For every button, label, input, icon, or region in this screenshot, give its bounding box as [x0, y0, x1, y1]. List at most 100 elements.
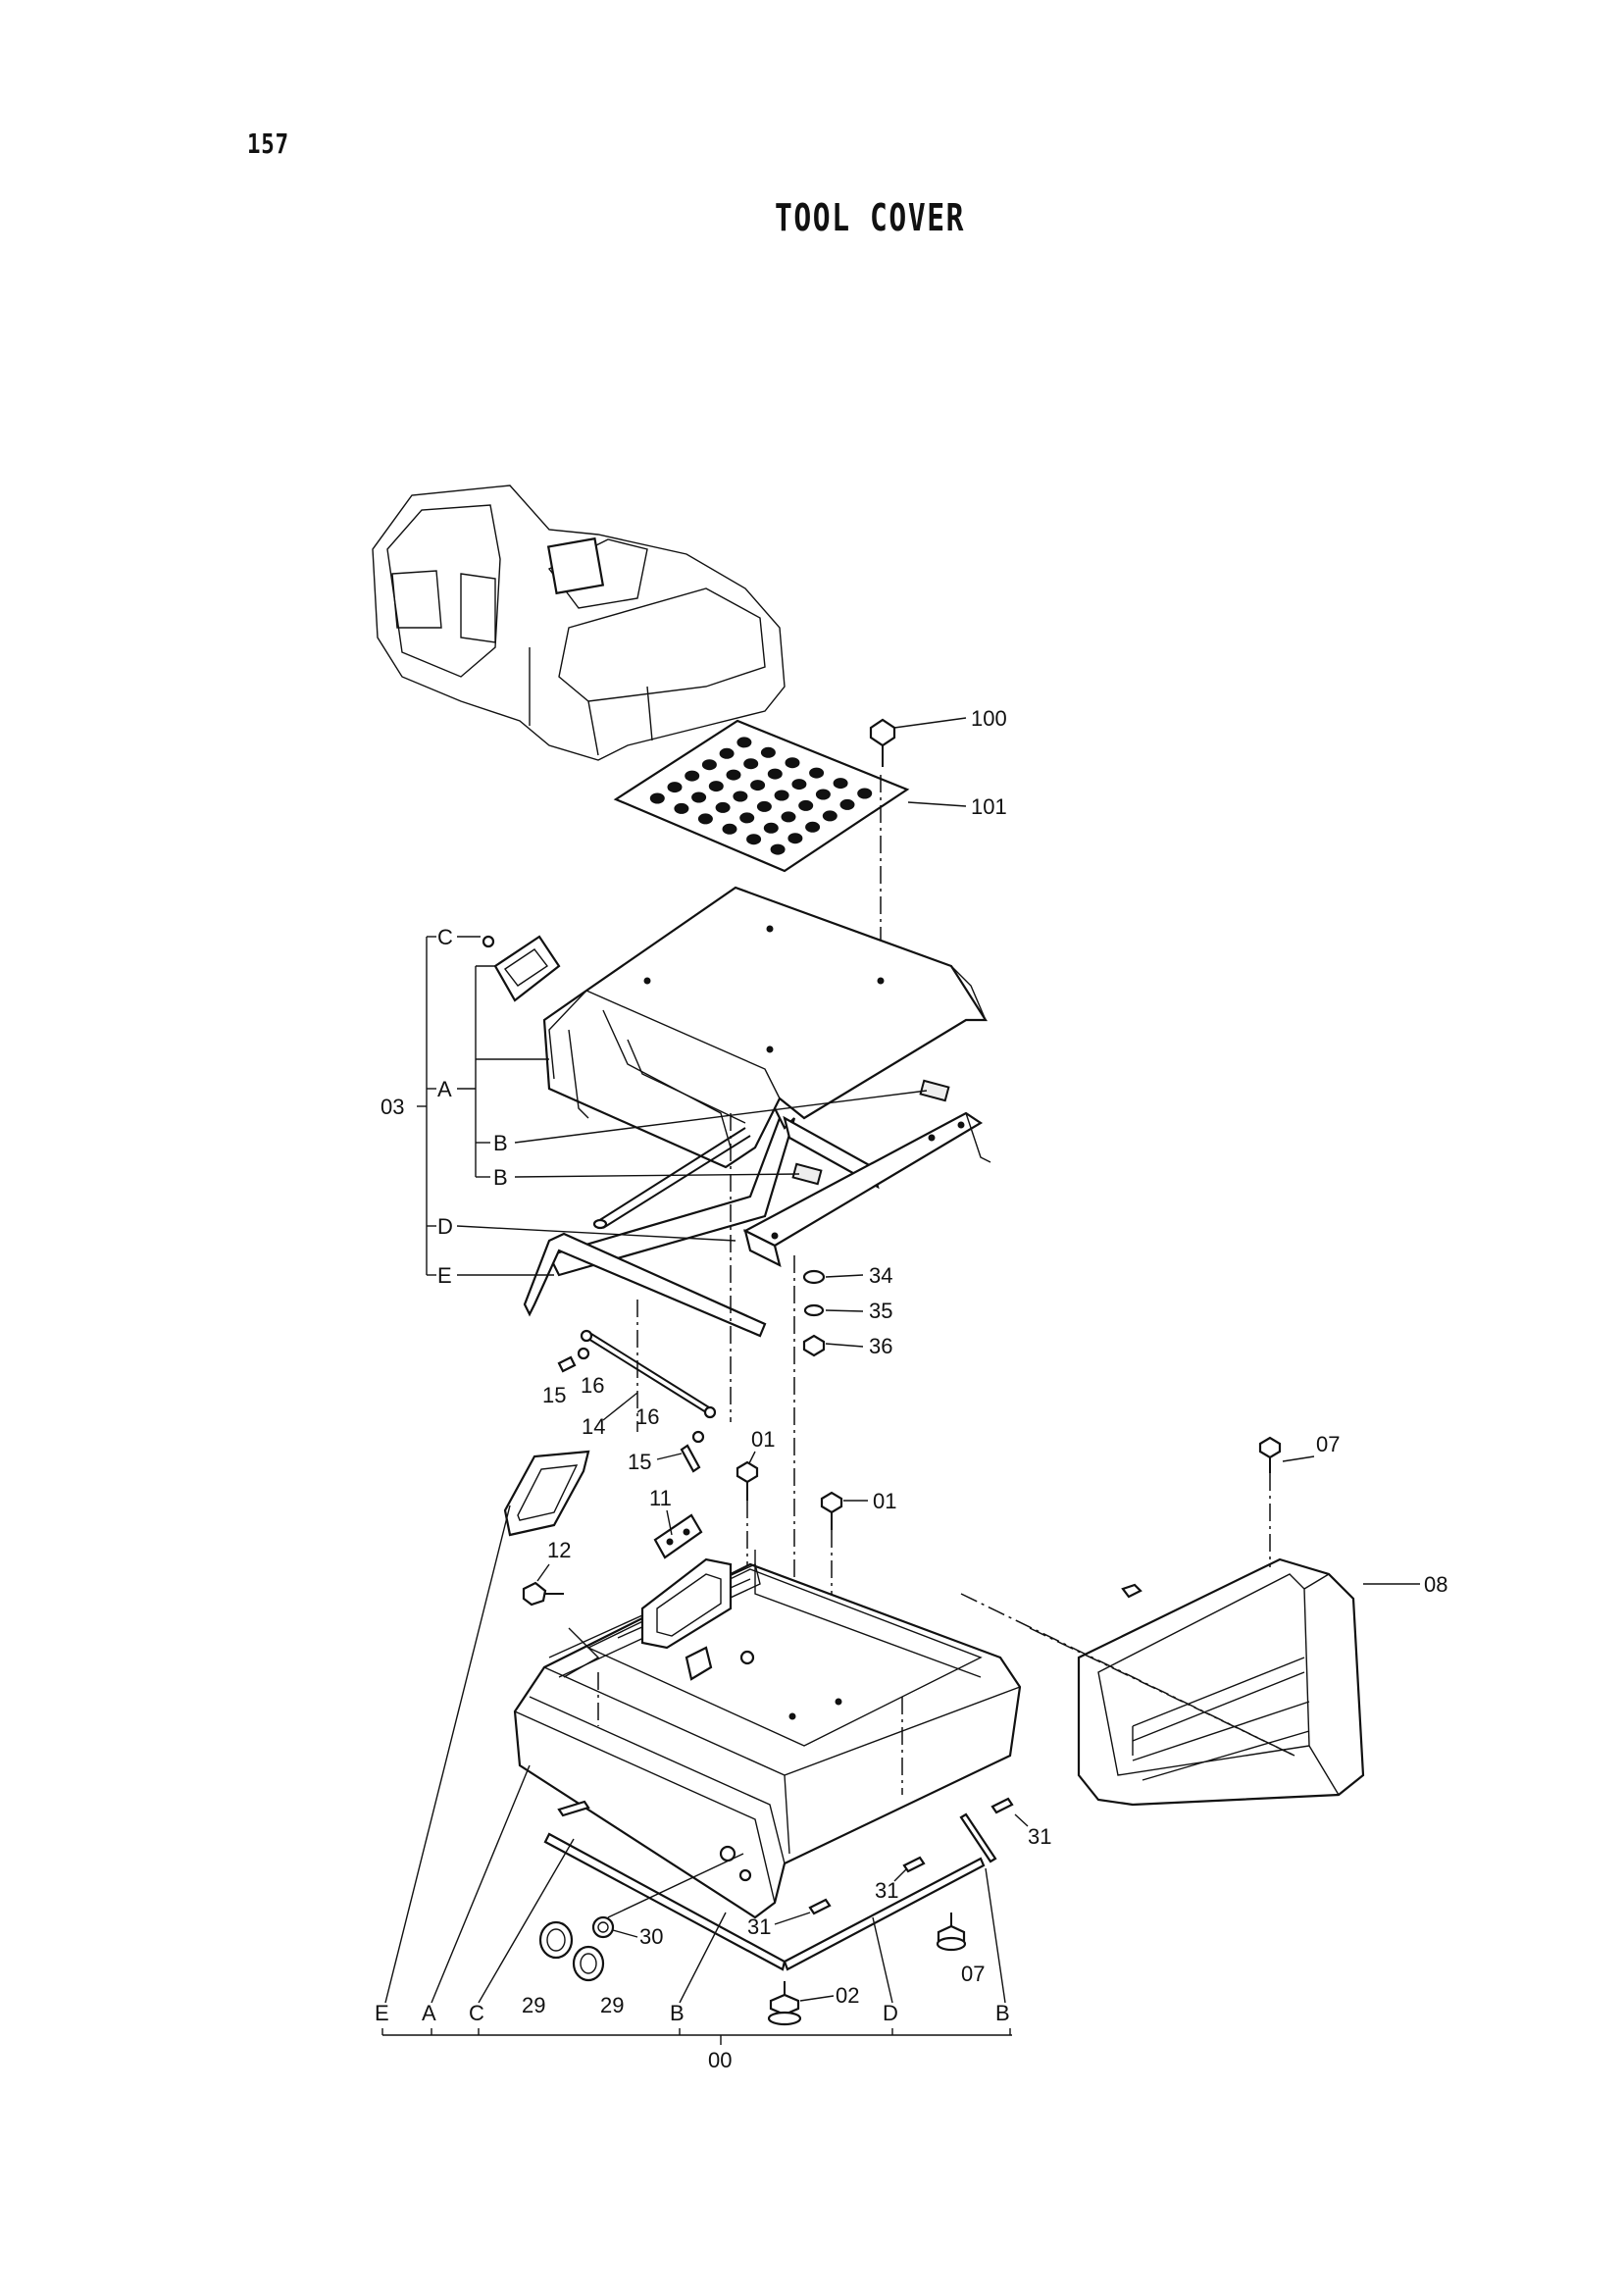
perforation-hole	[767, 768, 783, 780]
perforation-hole	[667, 782, 683, 793]
bottom-label-c: C	[469, 2001, 484, 2025]
perforation-hole	[833, 778, 848, 790]
perforation-hole	[774, 790, 789, 801]
callout-16-a: 16	[581, 1373, 604, 1398]
perforation-hole	[719, 747, 735, 759]
callout-31-a: 31	[1028, 1824, 1051, 1849]
perforation-hole	[822, 810, 837, 822]
perforation-hole	[781, 811, 796, 823]
callout-29-b: 29	[600, 1993, 624, 2017]
bolt-07-b	[936, 1913, 967, 1952]
callout-00: 00	[708, 2048, 732, 2072]
perforation-hole	[685, 770, 700, 782]
callout-16-b: 16	[635, 1404, 659, 1429]
hinge-fitting	[482, 935, 561, 1002]
perforation-hole	[815, 789, 831, 800]
perforation-hole	[697, 813, 713, 825]
rod-d	[592, 1127, 751, 1230]
callout-12: 12	[547, 1538, 571, 1562]
bolt-07-a	[1258, 1436, 1282, 1567]
perforation-hole	[750, 780, 766, 791]
callout-b-1: B	[493, 1131, 508, 1155]
callout-03: 03	[381, 1095, 404, 1119]
block-b2	[791, 1162, 823, 1186]
bottom-label-b-1: B	[670, 2001, 685, 2025]
perforation-hole	[708, 781, 724, 792]
page-number: 157	[247, 128, 289, 160]
callout-b-2: B	[493, 1165, 508, 1190]
perforation-hole	[649, 792, 665, 804]
callout-07-b: 07	[961, 1962, 985, 1986]
callout-31-b: 31	[875, 1878, 898, 1903]
callout-e: E	[437, 1263, 452, 1288]
bottom-label-a: A	[422, 2001, 436, 2025]
perforation-hole	[756, 800, 772, 812]
excavator-location-sketch	[372, 485, 786, 761]
callout-14: 14	[582, 1414, 605, 1439]
upper-cover-03	[542, 886, 989, 1169]
latch-11	[653, 1513, 703, 1559]
perforation-hole	[809, 767, 825, 779]
bolt-02	[767, 1981, 802, 2026]
callout-tree-03	[417, 936, 928, 1276]
gas-strut-14	[580, 1329, 717, 1419]
bolt-12	[522, 1581, 564, 1607]
bottom-leaders	[384, 1505, 1006, 2004]
washer-nut-stack	[802, 1269, 826, 1357]
callout-100: 100	[971, 706, 1007, 731]
callout-31-c: 31	[747, 1914, 771, 1939]
callout-30: 30	[639, 1924, 663, 1949]
perforation-hole	[715, 801, 731, 813]
perforation-hole	[798, 799, 814, 811]
seal-strip-e	[523, 1232, 767, 1338]
perforation-hole	[787, 833, 803, 844]
pins-15-16	[557, 1347, 705, 1473]
bottom-label-e: E	[375, 2001, 389, 2025]
perforation-hole	[743, 758, 759, 770]
perforation-hole	[746, 834, 762, 845]
perforation-hole	[674, 802, 689, 814]
bolt-100	[869, 718, 896, 767]
callout-101: 101	[971, 794, 1007, 819]
callout-c: C	[437, 925, 453, 949]
page-title: TOOL COVER	[775, 196, 966, 239]
callout-01-a: 01	[751, 1427, 775, 1452]
callout-29-a: 29	[522, 1993, 545, 2017]
callout-01-b: 01	[873, 1489, 896, 1513]
bottom-strips	[543, 1800, 997, 1971]
bottom-label-b-2: B	[995, 2001, 1010, 2025]
perforation-hole	[726, 769, 741, 781]
perforation-hole	[857, 788, 873, 799]
callout-15-a: 15	[542, 1383, 566, 1407]
bottom-bracket	[381, 2028, 1012, 2045]
perforation-hole	[733, 791, 748, 802]
callout-35: 35	[869, 1299, 892, 1323]
callout-07-a: 07	[1316, 1432, 1340, 1456]
window-seal-e	[503, 1450, 590, 1537]
perforated-plate-101	[613, 719, 910, 873]
callout-d: D	[437, 1214, 453, 1239]
perforation-hole	[839, 798, 855, 810]
perforation-hole	[722, 823, 737, 835]
perforation-hole	[763, 822, 779, 834]
perforation-hole	[701, 759, 717, 771]
callout-02: 02	[836, 1983, 859, 2008]
perforation-hole	[739, 812, 755, 824]
side-panel-08	[1077, 1557, 1365, 1807]
perforation-hole	[785, 757, 800, 769]
callout-08: 08	[1424, 1572, 1447, 1597]
callout-34: 34	[869, 1263, 892, 1288]
perforation-hole	[691, 791, 707, 803]
perforation-hole	[736, 737, 752, 748]
seal-strip-upper	[547, 1107, 880, 1277]
rail-bracket	[742, 1111, 991, 1268]
perforation-hole	[791, 779, 807, 791]
tool-box-00	[513, 1550, 1022, 1919]
rubber-stops-31	[808, 1797, 1014, 1915]
bottom-label-d: D	[883, 2001, 898, 2025]
callout-36: 36	[869, 1334, 892, 1358]
caps-29	[538, 1920, 605, 1982]
callout-11: 11	[649, 1486, 672, 1510]
callout-15-b: 15	[628, 1450, 651, 1474]
